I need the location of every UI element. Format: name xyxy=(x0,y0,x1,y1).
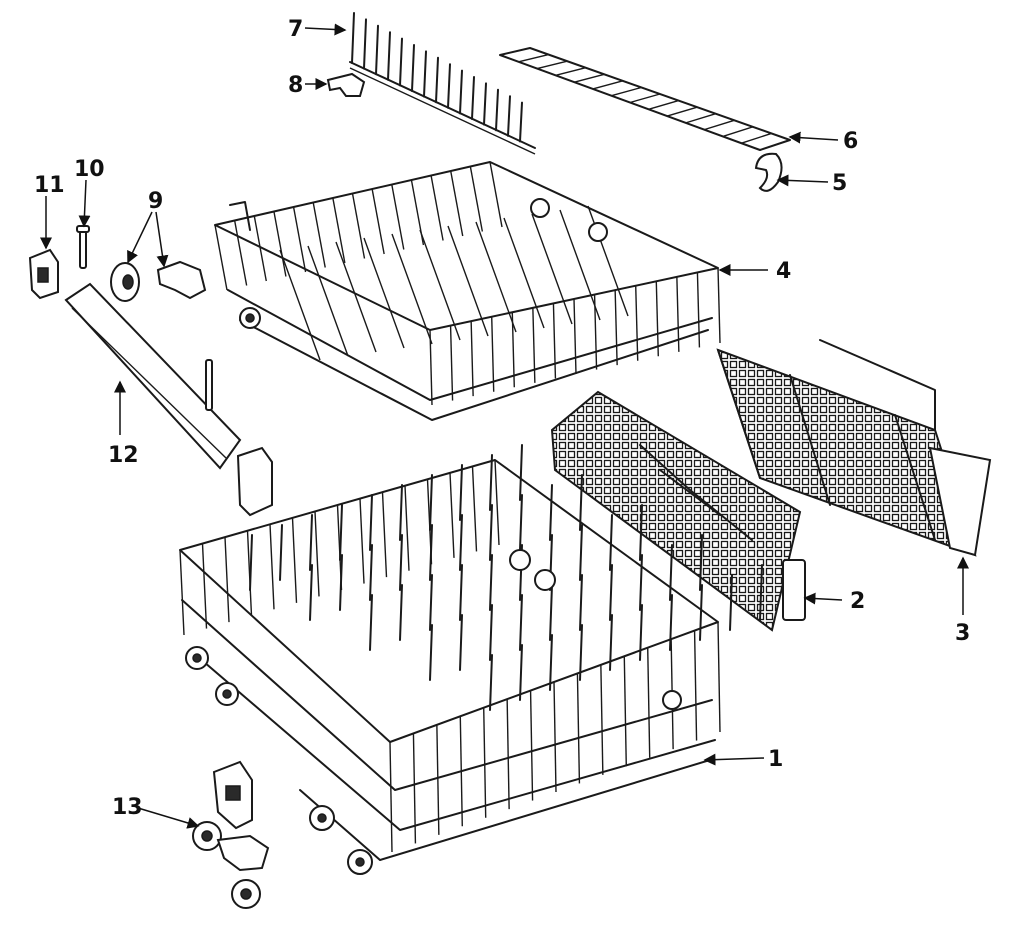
label-11: 11 xyxy=(34,173,65,198)
label-7: 7 xyxy=(288,17,303,42)
label-1: 1 xyxy=(768,747,783,772)
leader-6 xyxy=(788,131,839,144)
label-5: 5 xyxy=(832,171,847,196)
leader-1 xyxy=(703,753,765,766)
leader-2 xyxy=(803,592,843,605)
part-13-wheel-assembly xyxy=(192,760,270,909)
label-3: 3 xyxy=(955,621,970,646)
part-7-tine-row xyxy=(349,12,536,155)
label-6: 6 xyxy=(843,129,858,154)
part-8-clip xyxy=(326,72,366,97)
leader-9b xyxy=(155,211,169,268)
part-12-track-rail xyxy=(64,282,273,517)
part-2-utensil-basket xyxy=(550,390,806,632)
part-number-labels: 7 8 6 5 4 9 10 11 12 2 3 1 13 xyxy=(34,17,970,820)
leader-5 xyxy=(776,174,829,187)
part-3-silverware-basket xyxy=(716,339,992,557)
leader-lines xyxy=(40,23,969,829)
part-9-roller-bracket xyxy=(110,260,207,302)
leader-7 xyxy=(304,23,347,36)
label-4: 4 xyxy=(776,259,791,284)
part-4-upper-rack xyxy=(214,161,721,421)
part-11-end-cap xyxy=(28,248,59,300)
part-5-shelf-clip xyxy=(754,152,783,192)
leader-9a xyxy=(127,211,153,264)
part-6-cup-shelf xyxy=(499,47,791,151)
part-1-lower-rack xyxy=(179,444,763,875)
part-10-pin xyxy=(76,225,90,269)
leader-10 xyxy=(78,179,91,228)
label-9: 9 xyxy=(148,189,163,214)
label-12: 12 xyxy=(108,443,139,468)
leader-13 xyxy=(137,807,200,829)
label-10: 10 xyxy=(74,157,105,182)
label-8: 8 xyxy=(288,73,303,98)
label-2: 2 xyxy=(850,589,865,614)
label-13: 13 xyxy=(112,795,143,820)
